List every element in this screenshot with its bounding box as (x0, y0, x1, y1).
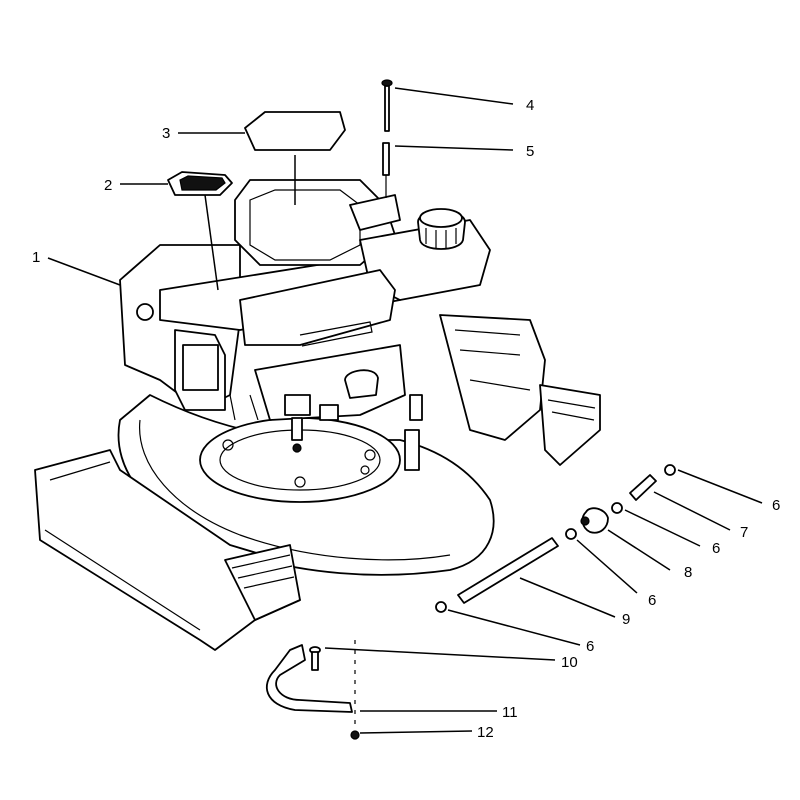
callout-11: 11 (502, 704, 518, 721)
grommet (435, 601, 447, 613)
callout-8: 8 (684, 564, 692, 581)
callout-6-b: 6 (712, 540, 720, 557)
grommet (565, 528, 577, 540)
air-filter-pad (244, 111, 346, 151)
decal (167, 171, 233, 196)
callout-labels: 1 2 3 4 5 6 7 6 8 6 9 6 10 11 12 (32, 97, 780, 741)
callout-5: 5 (526, 143, 534, 160)
deck-bolt (309, 646, 321, 671)
spacer-tube (382, 142, 390, 176)
callout-12: 12 (477, 724, 494, 741)
callout-10: 10 (561, 654, 578, 671)
callout-7: 7 (740, 524, 748, 541)
callout-2: 2 (104, 177, 112, 194)
leader-lines (47, 87, 763, 734)
callout-1: 1 (32, 249, 40, 266)
callout-6-c: 6 (648, 592, 656, 609)
short-hose (629, 474, 657, 501)
long-bolt (381, 79, 393, 132)
grommet (611, 502, 623, 514)
callout-6-a: 6 (772, 497, 780, 514)
bracket (265, 644, 353, 713)
engine (119, 179, 491, 453)
nut (350, 730, 360, 740)
long-hose (457, 537, 559, 604)
callout-6-d: 6 (586, 638, 594, 655)
primer-bulb (580, 507, 609, 534)
callout-4: 4 (526, 97, 534, 114)
callout-3: 3 (162, 125, 170, 142)
grommet (664, 464, 676, 476)
mower-deck (34, 314, 601, 651)
callout-9: 9 (622, 611, 630, 628)
